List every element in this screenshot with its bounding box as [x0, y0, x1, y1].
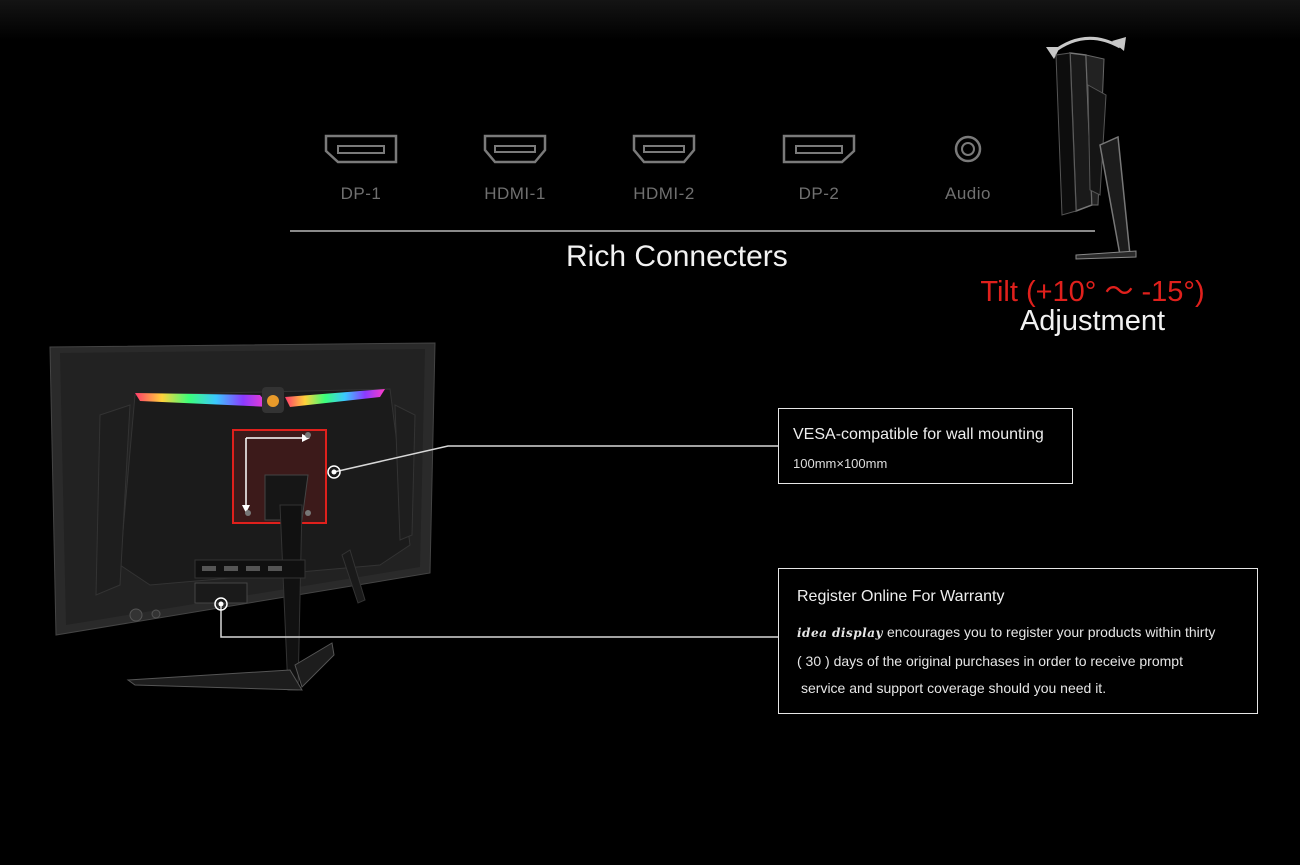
- connector-dp1: DP-1: [311, 134, 411, 204]
- top-glow: [0, 0, 1300, 40]
- tilt-range-title: Tilt (+10° ～ -15°): [980, 276, 1205, 308]
- connector-label: DP-2: [798, 184, 840, 203]
- connector-label: HDMI-1: [484, 184, 546, 203]
- connector-audio: Audio: [918, 134, 1018, 204]
- connector-label: Audio: [945, 184, 991, 203]
- warranty-line-2: ( 30 ) days of the original purchases in…: [797, 652, 1183, 669]
- section-title: Rich Connecters: [566, 240, 788, 273]
- warranty-line-3: service and support coverage should you …: [801, 680, 1107, 696]
- warranty-title: Register Online For Warranty: [797, 588, 1005, 605]
- connectors-divider: [290, 230, 1095, 232]
- monitor-tilt-illustration: [1046, 36, 1137, 260]
- connector-label: HDMI-2: [633, 184, 695, 203]
- monitor-back-illustration: [49, 342, 436, 691]
- vesa-title: VESA-compatible for wall mounting: [793, 426, 1044, 443]
- hdmi-icon: [483, 134, 547, 164]
- audio-jack-icon: [954, 135, 982, 163]
- tilt-subtitle: Adjustment: [1019, 305, 1166, 337]
- vesa-callout: VESA-compatible for wall mounting 100mm×…: [778, 408, 1073, 484]
- hdmi-icon: [632, 134, 696, 164]
- connector-label: DP-1: [340, 184, 382, 203]
- displayport-icon: [782, 134, 856, 164]
- warranty-text-1: encourages you to register your products…: [886, 624, 1216, 640]
- warranty-callout: Register Online For Warranty idea displa…: [778, 568, 1258, 714]
- vesa-size: 100mm×100mm: [793, 456, 888, 471]
- connector-dp2: DP-2: [769, 134, 869, 204]
- connector-hdmi1: HDMI-1: [465, 134, 565, 204]
- brand-name: idea display: [797, 626, 883, 640]
- connector-hdmi2: HDMI-2: [614, 134, 714, 204]
- displayport-icon: [324, 134, 398, 164]
